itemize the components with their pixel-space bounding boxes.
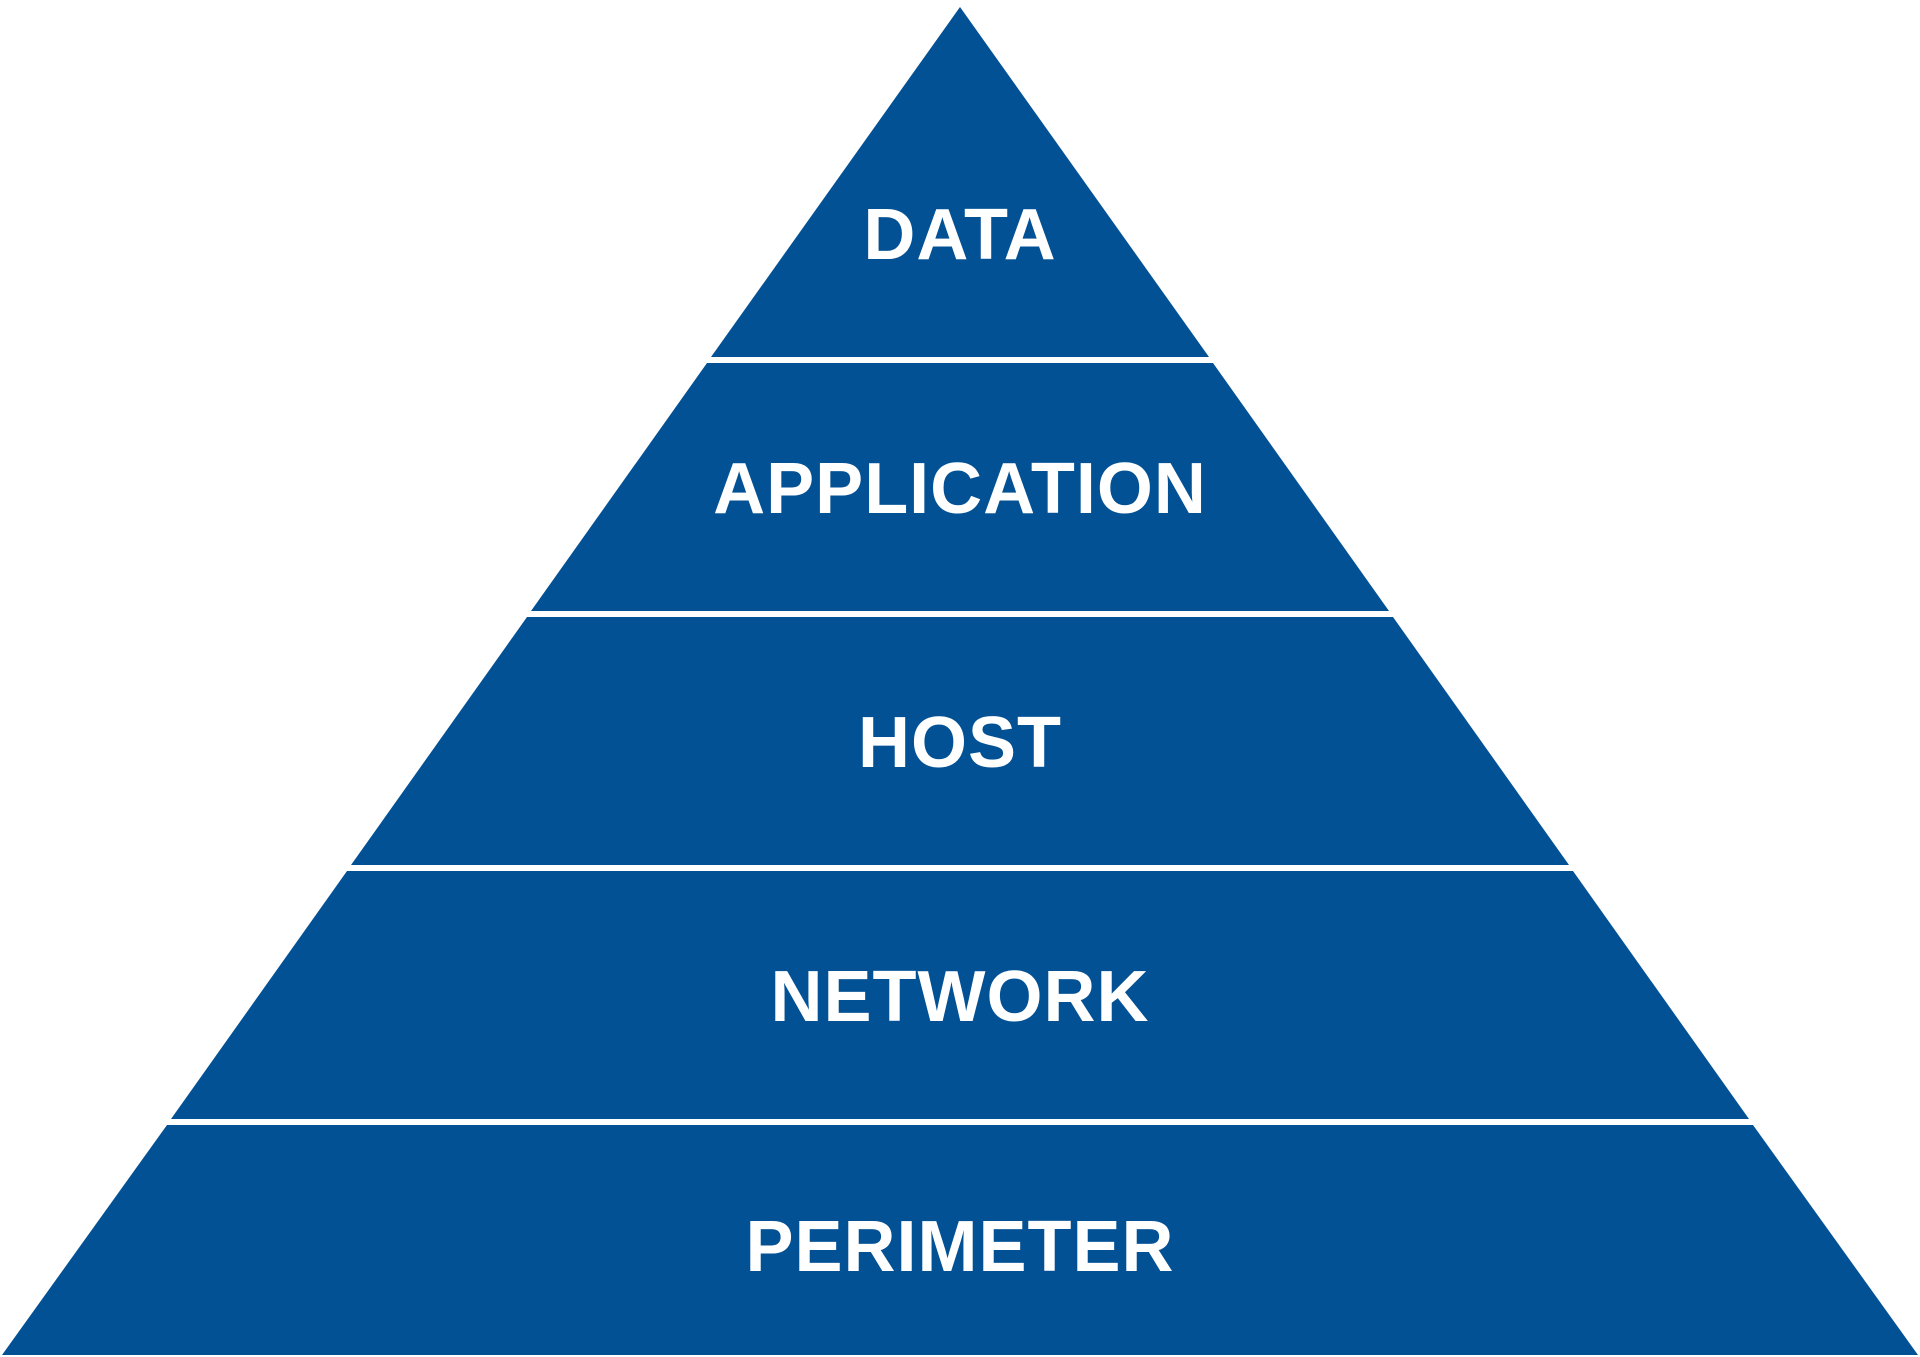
layer-perimeter-shape <box>2 1125 1918 1355</box>
layer-perimeter: PERIMETER <box>2 1125 1918 1355</box>
layer-perimeter-label: PERIMETER <box>745 1207 1174 1287</box>
layer-application: APPLICATION <box>531 363 1389 611</box>
layer-data: DATA <box>711 7 1209 357</box>
layer-host: HOST <box>351 617 1569 865</box>
layer-data-label: DATA <box>863 195 1056 275</box>
layer-network-label: NETWORK <box>771 957 1150 1037</box>
layer-network-shape <box>171 871 1749 1119</box>
layer-data-shape <box>711 7 1209 357</box>
layer-application-label: APPLICATION <box>713 449 1207 529</box>
layer-host-label: HOST <box>858 703 1062 783</box>
layer-network: NETWORK <box>171 871 1749 1119</box>
layer-host-shape <box>351 617 1569 865</box>
layer-application-shape <box>531 363 1389 611</box>
